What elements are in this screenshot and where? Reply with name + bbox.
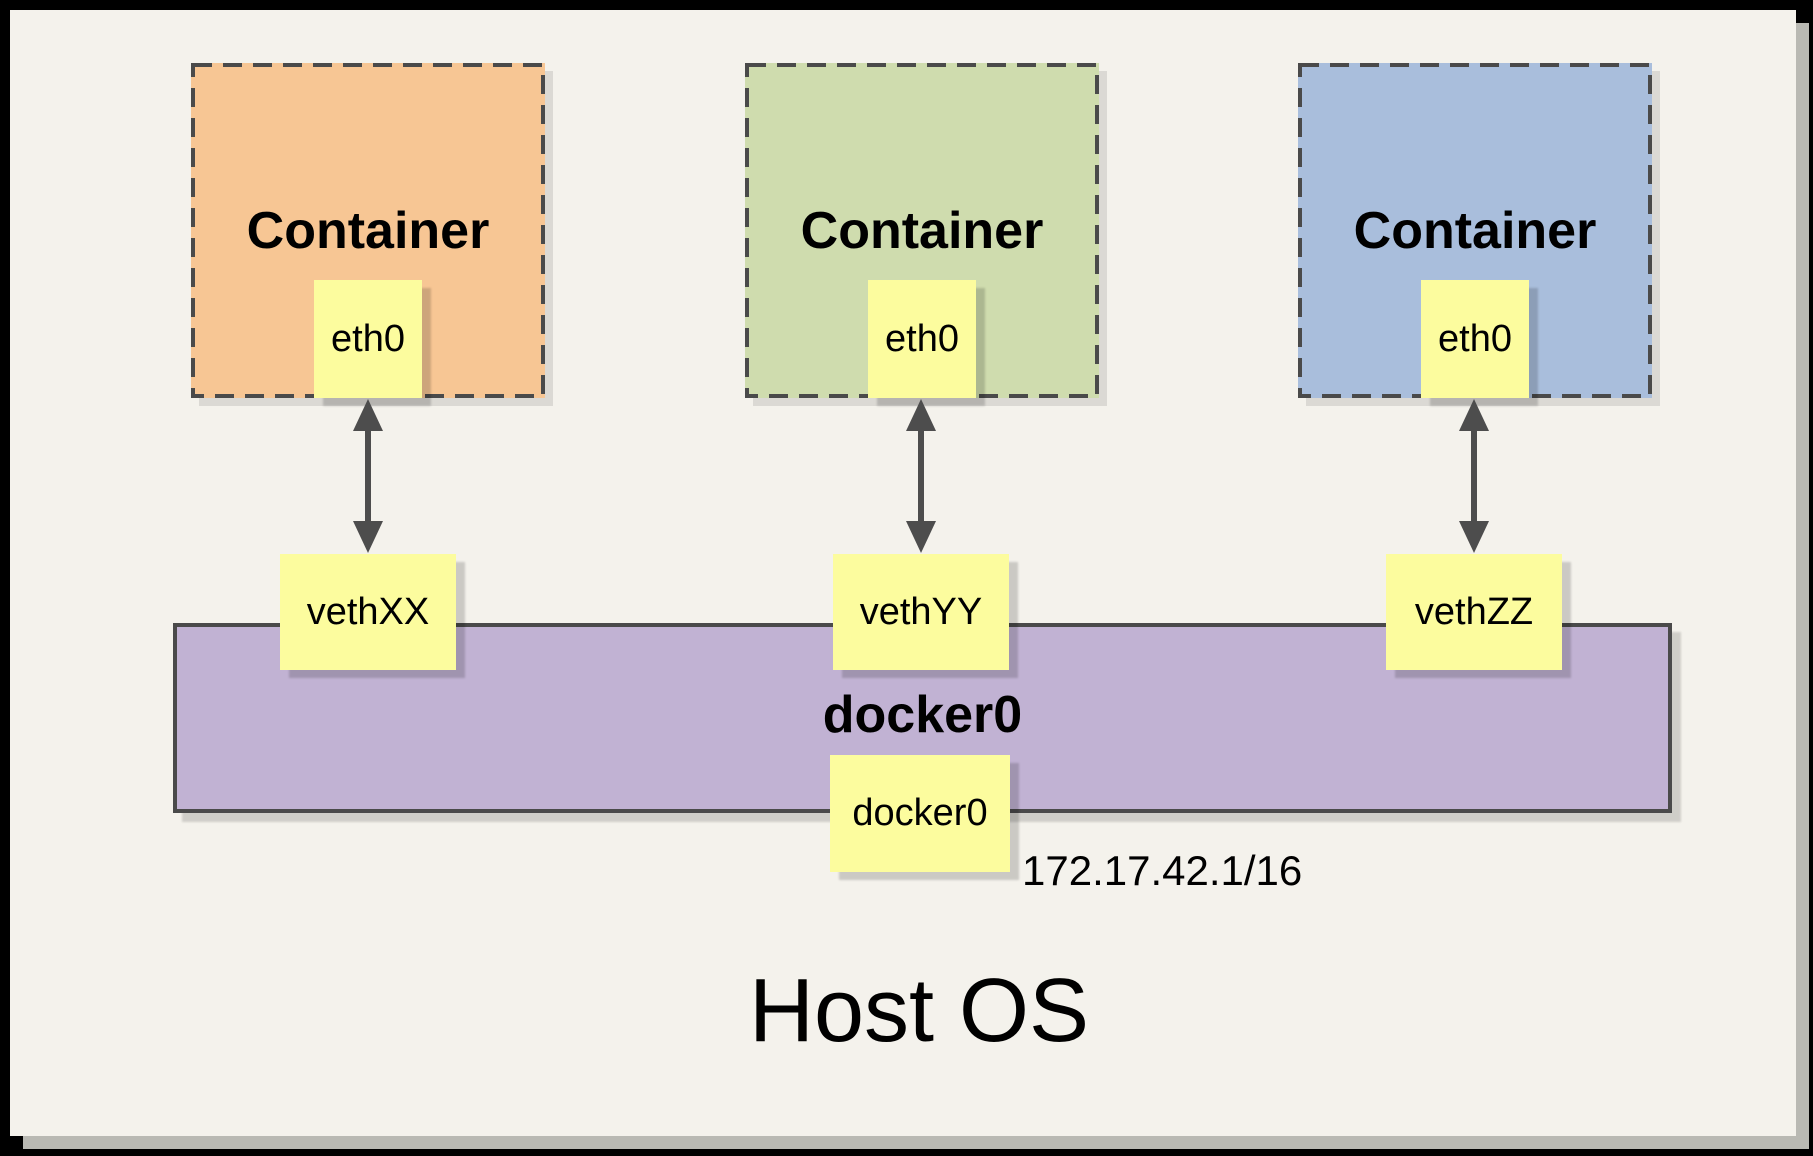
eth0-label: eth0 <box>885 317 959 360</box>
docker0-interface-label: docker0 <box>852 792 988 834</box>
eth0-interface-note: eth0 <box>868 280 976 398</box>
eth0-interface-note: eth0 <box>1421 280 1529 398</box>
veth-connection-arrow-3 <box>1459 399 1489 553</box>
veth-connection-arrow-2 <box>906 399 936 553</box>
vethXX-note: vethXX <box>280 554 456 670</box>
container-box-1: Container eth0 <box>191 63 545 398</box>
container-label: Container <box>246 202 490 260</box>
container-label: Container <box>1353 202 1597 260</box>
vethZZ-note: vethZZ <box>1386 554 1562 670</box>
docker0-interface-note: docker0 <box>830 755 1010 872</box>
eth0-interface-note: eth0 <box>314 280 422 398</box>
container-box-2: Container eth0 <box>745 63 1099 398</box>
vethZZ-label: vethZZ <box>1414 590 1534 633</box>
docker0-ip-address: 172.17.42.1/16 <box>1022 847 1303 894</box>
container-box-3: Container eth0 <box>1298 63 1652 398</box>
diagram-panel: Container eth0 Container eth0 Container … <box>10 10 1796 1136</box>
host-os-title: Host OS <box>748 961 1090 1061</box>
container-label: Container <box>800 202 1044 260</box>
vethXX-label: vethXX <box>306 590 430 633</box>
docker0-bridge-label: docker0 <box>822 686 1023 744</box>
eth0-label: eth0 <box>331 317 405 360</box>
eth0-label: eth0 <box>1438 317 1512 360</box>
veth-connection-arrow-1 <box>353 399 383 553</box>
vethYY-label: vethYY <box>859 590 983 633</box>
vethYY-note: vethYY <box>833 554 1009 670</box>
